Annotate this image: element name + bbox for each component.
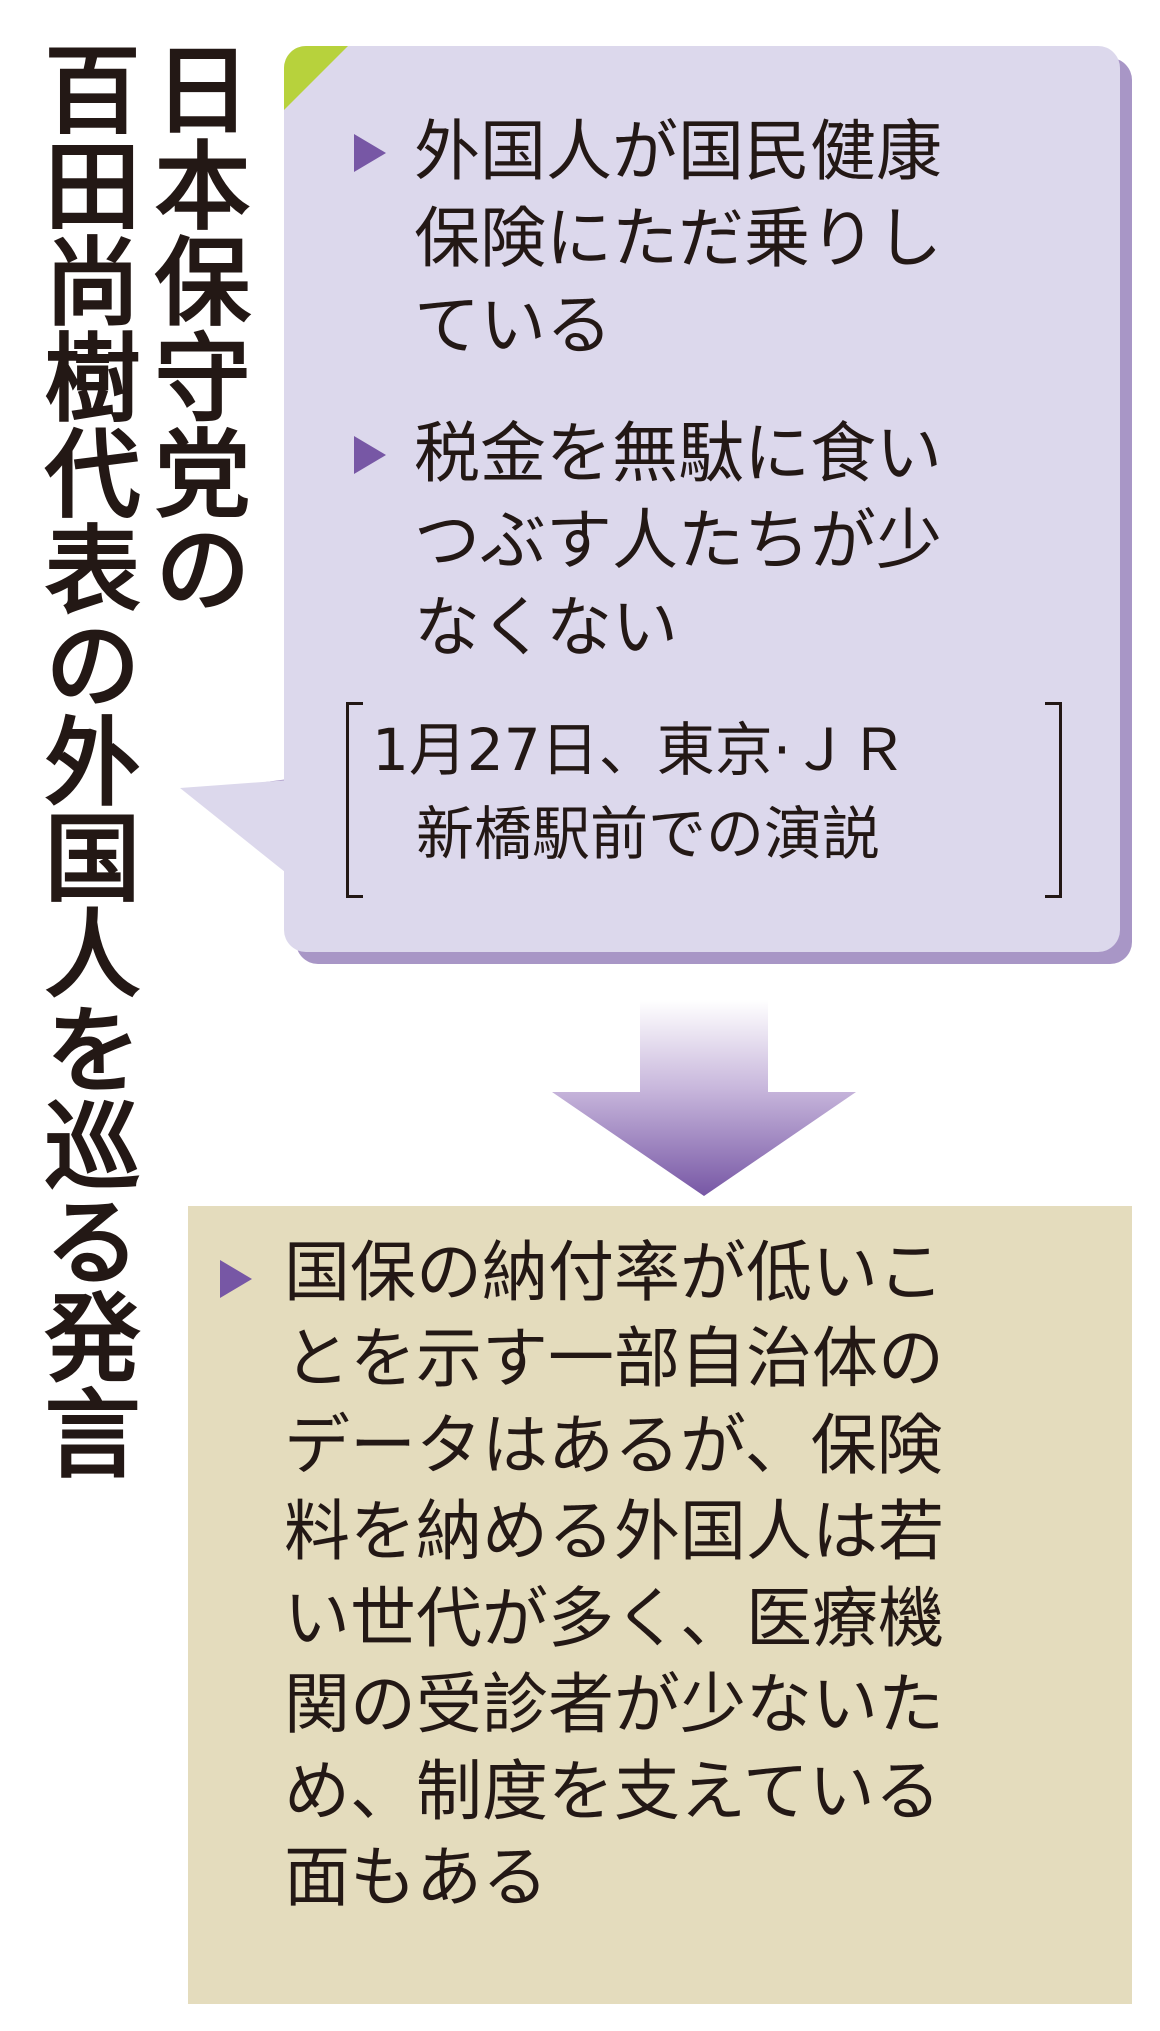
quote-source: 1月27日、東京·ＪＲ 新橋駅前での演説 — [346, 702, 1062, 898]
bracket-right — [1045, 702, 1062, 898]
source-date-place: 1月27日、東京·ＪＲ — [372, 716, 908, 784]
rebuttal-box: 国保の納付率が低いこ とを示す一部自治体の データはあるが、保険 料を納める外国… — [188, 1206, 1132, 2004]
quote-bullet-1: 外国人が国民健康 保険にただ乗りし ている — [414, 113, 942, 365]
title-column-1: 日本保守党の — [138, 40, 250, 616]
bracket-left — [346, 702, 363, 898]
rebuttal-text: 国保の納付率が低いこ とを示す一部自治体の データはあるが、保険 料を納める外国… — [284, 1234, 944, 1917]
quote-bubble — [284, 46, 1120, 952]
bullet-triangle-icon — [220, 1260, 252, 1298]
title-column-2: 百田尚樹代表の外国人を巡る発言 — [28, 40, 140, 1480]
source-venue: 新橋駅前での演説 — [416, 800, 881, 869]
bullet-triangle-icon — [354, 436, 386, 474]
quote-bullet-2: 税金を無駄に食い つぶす人たちが少 なくない — [414, 415, 942, 667]
bullet-triangle-icon — [354, 134, 386, 172]
corner-tab — [284, 46, 348, 110]
